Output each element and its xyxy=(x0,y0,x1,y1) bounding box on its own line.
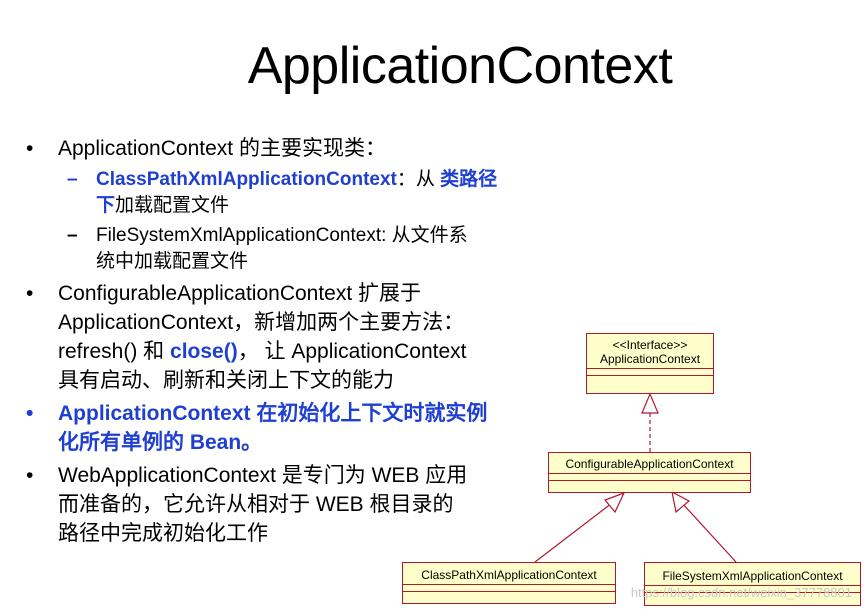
class-name-label: FileSystemXmlApplicationContext xyxy=(662,569,843,583)
uml-divider xyxy=(403,591,615,598)
bullet-item: • ApplicationContext 在初始化上下文时就实例化所有单例的 B… xyxy=(26,399,546,457)
realization-arrowhead xyxy=(641,392,659,414)
sub-bullet-item: – FileSystemXmlApplicationContext: 从文件系统… xyxy=(26,223,546,275)
bullet-text: ConfigurableApplicationContext 扩展于 xyxy=(58,282,422,305)
sub-bullet-text: 统中加载配置文件 xyxy=(96,251,249,272)
slide-title: ApplicationContext xyxy=(247,37,673,95)
bullet-text: ApplicationContext 的主要实现类： xyxy=(58,137,386,160)
dash-marker: – xyxy=(67,225,78,246)
bullet-text: ApplicationContext，新增加两个主要方法： xyxy=(58,311,465,334)
uml-interface-application-context: <<Interface>> ApplicationContext xyxy=(586,333,714,394)
bullet-text: ， 让 ApplicationContext xyxy=(237,340,467,363)
highlight-text: 类路径 xyxy=(440,169,498,190)
watermark: https://blog.csdn.net/weixin_37778801 xyxy=(630,585,852,600)
class-name-label: ApplicationContext xyxy=(599,352,701,366)
bullet-marker: • xyxy=(26,137,34,160)
bullet-list: • ApplicationContext 的主要实现类： – ClassPath… xyxy=(26,134,546,552)
sub-bullet-text: ：从 xyxy=(396,169,441,190)
sub-bullet-item: – ClassPathXmlApplicationContext：从 类路径下加… xyxy=(26,167,546,219)
uml-class-filesystem-xml-application-context: FileSystemXmlApplicationContext xyxy=(644,562,861,606)
generalization-line-filesystem xyxy=(681,502,737,563)
bullet-marker: • xyxy=(26,464,34,487)
bullet-item: • ApplicationContext 的主要实现类： xyxy=(26,134,546,163)
uml-divider xyxy=(587,375,713,382)
bullet-item: • ConfigurableApplicationContext 扩展于 Appl… xyxy=(26,279,546,395)
bullet-marker: • xyxy=(26,282,34,305)
bullet-text: ApplicationContext 在初始化上下文时就实例 xyxy=(58,402,488,425)
bullet-text: 路径中完成初始化工作 xyxy=(58,522,268,545)
uml-divider xyxy=(549,473,750,480)
sub-bullet-text: FileSystemXmlApplicationContext: 从文件系 xyxy=(96,225,468,246)
uml-divider xyxy=(645,585,860,592)
uml-divider xyxy=(645,592,860,599)
generalization-line-classpath xyxy=(534,502,613,563)
method-highlight: close() xyxy=(170,340,238,363)
uml-divider xyxy=(587,368,713,375)
uml-class-configurable-application-context: ConfigurableApplicationContext xyxy=(548,452,751,493)
dash-marker: – xyxy=(67,169,78,190)
uml-divider xyxy=(403,584,615,591)
generalization-arrowhead-classpath xyxy=(603,491,626,514)
bullet-item: • WebApplicationContext 是专门为 WEB 应用而准备的，… xyxy=(26,461,546,548)
class-name-label: ClassPathXmlApplicationContext xyxy=(421,568,597,582)
sub-bullet-text: 加载配置文件 xyxy=(115,195,230,216)
bullet-text: refresh() 和 xyxy=(58,340,171,363)
bullet-text: 化所有单例的 Bean。 xyxy=(58,431,263,454)
bullet-text: 具有启动、刷新和关闭上下文的能力 xyxy=(58,369,394,392)
bullet-text: WebApplicationContext 是专门为 WEB 应用 xyxy=(58,464,468,487)
highlight-text: 下 xyxy=(96,195,116,216)
class-name-label: ConfigurableApplicationContext xyxy=(565,457,734,471)
uml-class-classpath-xml-application-context: ClassPathXmlApplicationContext xyxy=(402,562,616,604)
uml-divider xyxy=(549,480,750,487)
stereotype-label: <<Interface>> xyxy=(612,338,688,352)
class-name: ClassPathXmlApplicationContext xyxy=(96,169,397,190)
bullet-marker: • xyxy=(26,402,34,425)
generalization-arrowhead-filesystem xyxy=(671,490,691,514)
bullet-text: 而准备的，它允许从相对于 WEB 根目录的 xyxy=(58,493,454,516)
